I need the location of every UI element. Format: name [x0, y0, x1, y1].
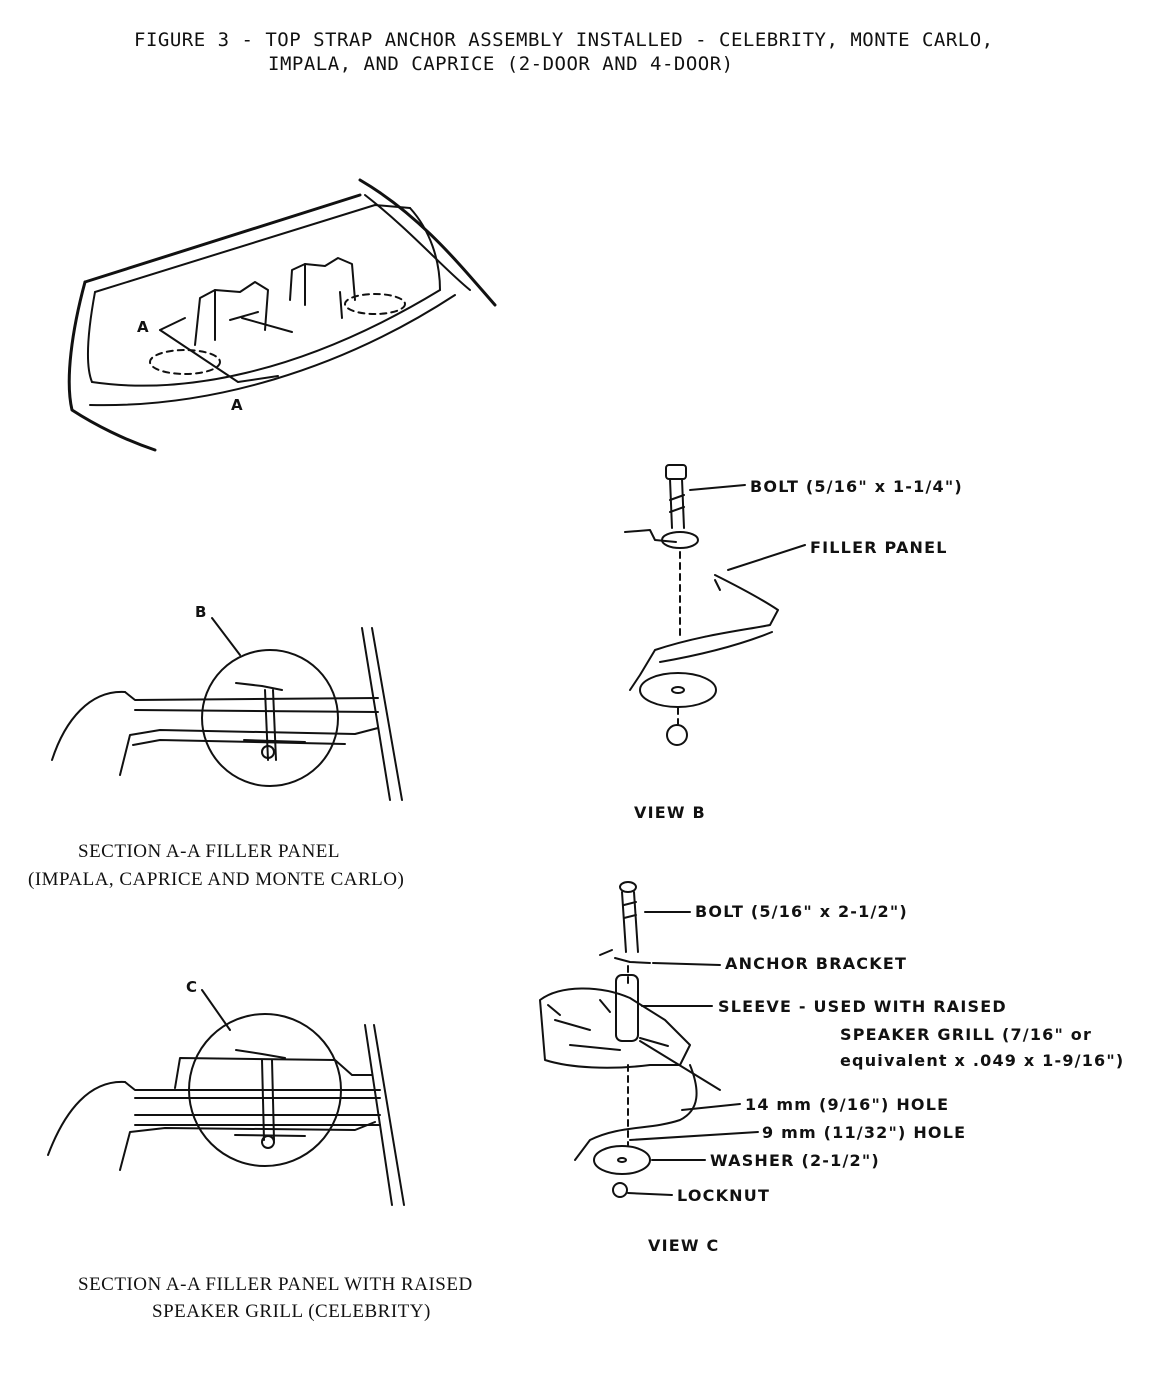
section-c-caption-line1: SECTION A-A FILLER PANEL WITH RAISED: [78, 1274, 473, 1295]
view-b-caption: VIEW B: [634, 803, 706, 822]
view-b-exploded: [624, 464, 806, 746]
section-marker-a-bottom: A: [231, 396, 243, 414]
view-b-filler-panel-label: FILLER PANEL: [810, 538, 948, 557]
view-c-bolt-label: BOLT (5/16" x 2-1/2"): [695, 902, 908, 921]
view-c-locknut-label: LOCKNUT: [677, 1186, 770, 1205]
section-b-caption-line1: SECTION A-A FILLER PANEL: [78, 841, 340, 862]
section-b-drawing: [51, 617, 403, 801]
section-c-drawing: [47, 989, 405, 1206]
section-marker-a-top: A: [137, 318, 149, 336]
view-c-washer-label: WASHER (2-1/2"): [710, 1151, 880, 1170]
view-c-sleeve-label-line1: SLEEVE - USED WITH RAISED: [718, 997, 1007, 1016]
view-c-caption: VIEW C: [648, 1236, 719, 1255]
view-c-hole-14mm-label: 14 mm (9/16") HOLE: [745, 1095, 949, 1114]
figure-title-line2: IMPALA, AND CAPRICE (2-DOOR AND 4-DOOR): [268, 53, 734, 75]
rear-shelf-overview: A A: [67, 178, 497, 452]
view-c-sleeve-label-line3: equivalent x .049 x 1-9/16"): [840, 1051, 1124, 1070]
view-c-hole-9mm-label: 9 mm (11/32") HOLE: [762, 1123, 966, 1142]
view-c-anchor-bracket-label: ANCHOR BRACKET: [725, 954, 907, 973]
detail-marker-c: C: [186, 978, 197, 996]
figure-title-line1: FIGURE 3 - TOP STRAP ANCHOR ASSEMBLY INS…: [134, 29, 994, 51]
detail-marker-b: B: [195, 603, 206, 621]
view-b-bolt-label: BOLT (5/16" x 1-1/4"): [750, 477, 963, 496]
section-b-caption-line2: (IMPALA, CAPRICE AND MONTE CARLO): [28, 869, 404, 890]
view-c-exploded: [539, 881, 759, 1198]
section-c-caption-line2: SPEAKER GRILL (CELEBRITY): [152, 1301, 431, 1322]
view-c-sleeve-label-line2: SPEAKER GRILL (7/16" or: [840, 1025, 1092, 1044]
